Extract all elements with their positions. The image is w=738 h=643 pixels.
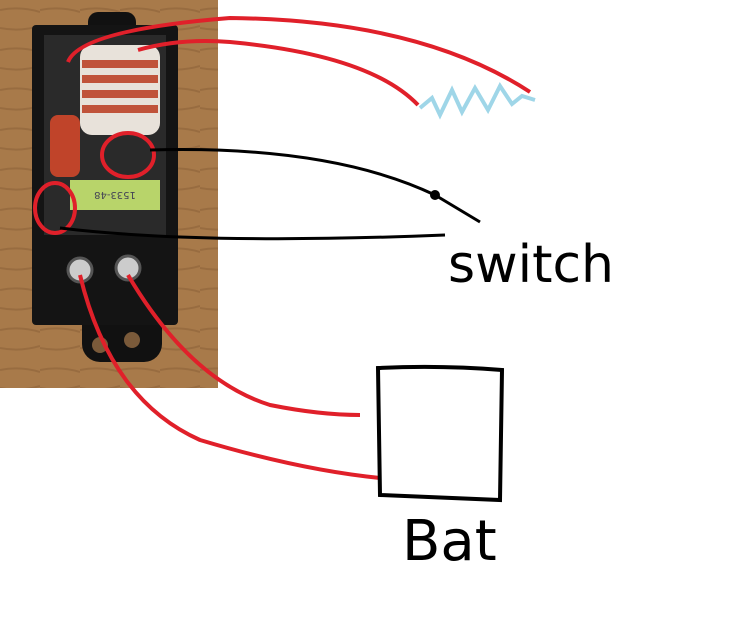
- black-wire-switch-2: [59, 226, 446, 241]
- capacitor: [50, 115, 80, 177]
- terminal-right: [114, 254, 142, 282]
- red-wire-heater-1: [66, 15, 532, 94]
- component-label: [70, 180, 160, 210]
- device-photo: 1533-48: [0, 0, 218, 388]
- red-wire-battery-2: [126, 273, 361, 417]
- red-wire-heater-2: [137, 39, 420, 107]
- mount-hole: [124, 332, 140, 348]
- red-wire-battery-1: [78, 274, 381, 480]
- black-wire-switch-1: [149, 148, 436, 197]
- highlight-circle: [33, 181, 77, 235]
- coil: [80, 45, 160, 135]
- battery-box: [375, 364, 505, 503]
- heater-element: [418, 82, 536, 120]
- switch-label: switch: [448, 235, 614, 295]
- component-marking: 1533-48: [94, 189, 136, 200]
- highlight-circle: [100, 131, 156, 179]
- battery-label: Bat: [402, 509, 497, 574]
- switch-lever: [434, 193, 481, 224]
